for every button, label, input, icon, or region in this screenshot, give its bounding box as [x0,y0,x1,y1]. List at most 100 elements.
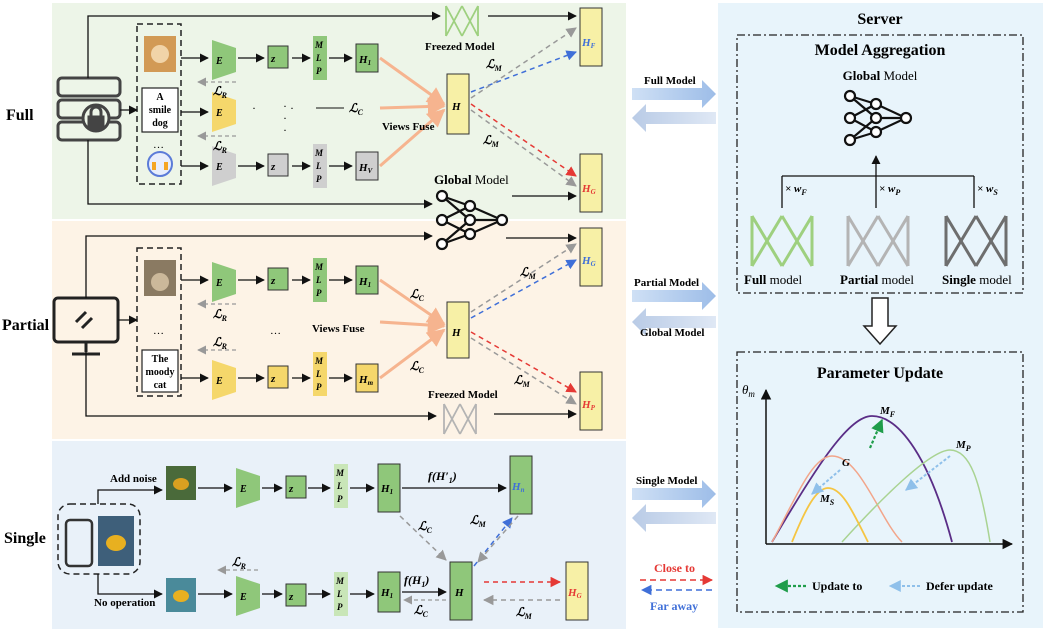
full-model-arrow-label: Full Model [644,75,696,87]
svg-text:L: L [315,161,322,171]
svg-text:z: z [270,275,276,287]
svg-text:P: P [316,174,322,184]
theta-axis-label: θm [742,382,755,399]
global-model-label-mid: Global Model [434,172,509,187]
point-mp: MP [955,439,971,453]
svg-text:L: L [336,589,343,599]
svg-text:M: M [314,356,324,366]
svg-text:M: M [314,40,324,50]
no-operation-label: No operation [94,597,155,609]
full-model-label: Full model [744,272,803,287]
mlp-single-1 [334,464,348,508]
svg-text:M: M [314,148,324,158]
legend-defer-update: Defer update [926,579,993,593]
f-h1-label: f(H1) [404,573,429,589]
zv-cube [267,153,289,177]
phone-icon [57,503,141,575]
moody-cat-text-box [141,349,179,393]
svg-text:moody: moody [146,367,175,378]
svg-text:H: H [451,101,461,113]
svg-text:z: z [288,591,294,603]
z1-partial [267,267,289,291]
svg-text:P: P [337,494,343,504]
svg-text:M: M [335,468,345,478]
svg-text:E: E [239,484,247,495]
mlp-full-v [313,144,327,188]
svg-text:cat: cat [154,380,167,391]
close-to-label: Close to [654,561,695,575]
global-model-network-server [843,89,913,147]
hp-target-partial [579,371,603,431]
text-line-1: A [156,92,164,103]
svg-text:E: E [215,278,223,289]
curve-g [771,455,903,543]
text-input-box [141,87,179,133]
svg-text:·: · [290,101,294,115]
freezed-model-label-full: Freezed Model [425,41,495,53]
h-single-fused [449,561,473,621]
svg-text:E: E [215,56,223,67]
h-fused-full [446,73,470,135]
global-model-network-mid [435,189,509,251]
curve-mp [841,449,991,543]
curve-mf [771,415,953,543]
point-ms: MS [819,493,835,507]
svg-text:M: M [335,576,345,586]
mlp-partial-m [313,352,327,396]
curve-ms [791,487,869,543]
svg-text:P: P [337,602,343,612]
legend-update-to: Update to [812,579,862,593]
svg-text:M: M [314,262,324,272]
database-lock-icon [56,76,122,142]
svg-text:P: P [316,382,322,392]
h1-partial [355,265,379,295]
partial-region [52,221,626,439]
partial-ellipsis: … [153,325,164,337]
svg-text:E: E [215,162,223,173]
global-model-arrow-single [632,504,716,532]
text-line-2: smile [149,105,172,116]
svg-text:E: E [215,108,223,119]
svg-text:L: L [336,481,343,491]
partial-mid-ellipsis: … [270,325,281,337]
svg-text:The: The [152,354,169,365]
point-g: G [842,457,850,469]
hm-partial [355,363,379,393]
full-region [52,3,626,219]
full-ellipsis: … [153,139,164,151]
svg-text:H: H [454,587,464,599]
svg-text:L: L [315,275,322,285]
encoder-1 [212,40,236,80]
mlp-single-2 [334,572,348,616]
hg-target [579,153,603,213]
svg-text:L: L [315,369,322,379]
f-h1-prime-label: f(H′1) [428,469,457,485]
model-aggregation-title: Model Aggregation [815,42,946,59]
partial-model-arrow-label: Partial Model [634,277,699,289]
weight-full: × wF [785,183,807,197]
global-model-label-server: Global Model [843,68,918,83]
weight-single: × wS [977,183,998,197]
freezed-model-partial [443,403,477,435]
h1-full [355,43,379,73]
svg-text:z: z [270,53,276,65]
zm-partial [267,365,289,389]
svg-text:·: · [252,101,256,115]
far-away-label: Far away [650,599,698,613]
partial-model-arrow [632,282,716,310]
weight-partial: × wP [879,183,900,197]
svg-text:P: P [316,66,322,76]
hg-single [565,561,589,621]
h1-prime-single [377,463,401,513]
svg-text:·: · [283,123,287,137]
single-label: Single [4,530,46,547]
global-model-arrow-full [632,104,716,132]
parameter-update-box [736,351,1024,613]
single-model-label: Single model [942,272,1012,287]
encoder-single-2 [236,576,260,616]
encoder-v [212,146,236,186]
svg-text:E: E [239,592,247,603]
svg-text:P: P [316,288,322,298]
single-model-arrow [632,480,716,508]
